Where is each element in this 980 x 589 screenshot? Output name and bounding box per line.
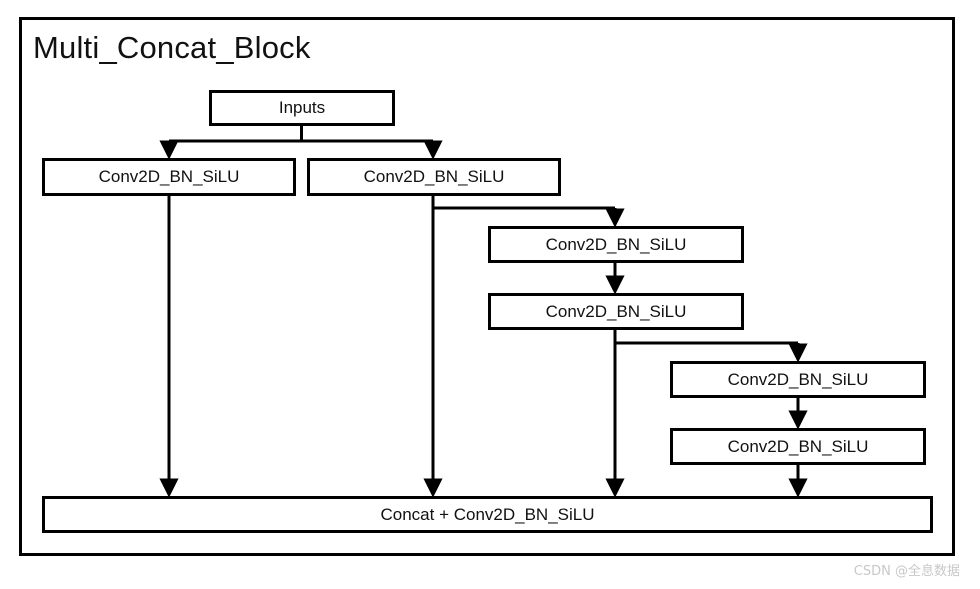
node-conv-a[interactable]: Conv2D_BN_SiLU: [42, 158, 296, 196]
node-conv-f[interactable]: Conv2D_BN_SiLU: [670, 428, 926, 465]
node-inputs-label: Inputs: [278, 98, 326, 117]
node-conv-e[interactable]: Conv2D_BN_SiLU: [670, 361, 926, 398]
node-conv-c[interactable]: Conv2D_BN_SiLU: [488, 226, 744, 263]
node-conv-a-label: Conv2D_BN_SiLU: [98, 167, 240, 186]
node-conv-d-label: Conv2D_BN_SiLU: [545, 301, 687, 321]
node-conv-b-label: Conv2D_BN_SiLU: [363, 167, 505, 186]
page-title: Multi_Concat_Block: [33, 30, 311, 65]
block-outer-frame: [19, 17, 955, 556]
node-inputs[interactable]: Inputs: [209, 90, 395, 126]
watermark: CSDN @全息数据: [853, 564, 960, 579]
node-concat[interactable]: Concat + Conv2D_BN_SiLU: [42, 496, 933, 533]
node-conv-f-label: Conv2D_BN_SiLU: [727, 436, 869, 456]
node-conv-b[interactable]: Conv2D_BN_SiLU: [307, 158, 561, 196]
node-conv-d[interactable]: Conv2D_BN_SiLU: [488, 293, 744, 330]
node-conv-c-label: Conv2D_BN_SiLU: [545, 234, 687, 254]
node-concat-label: Concat + Conv2D_BN_SiLU: [380, 504, 595, 524]
node-conv-e-label: Conv2D_BN_SiLU: [727, 369, 869, 389]
